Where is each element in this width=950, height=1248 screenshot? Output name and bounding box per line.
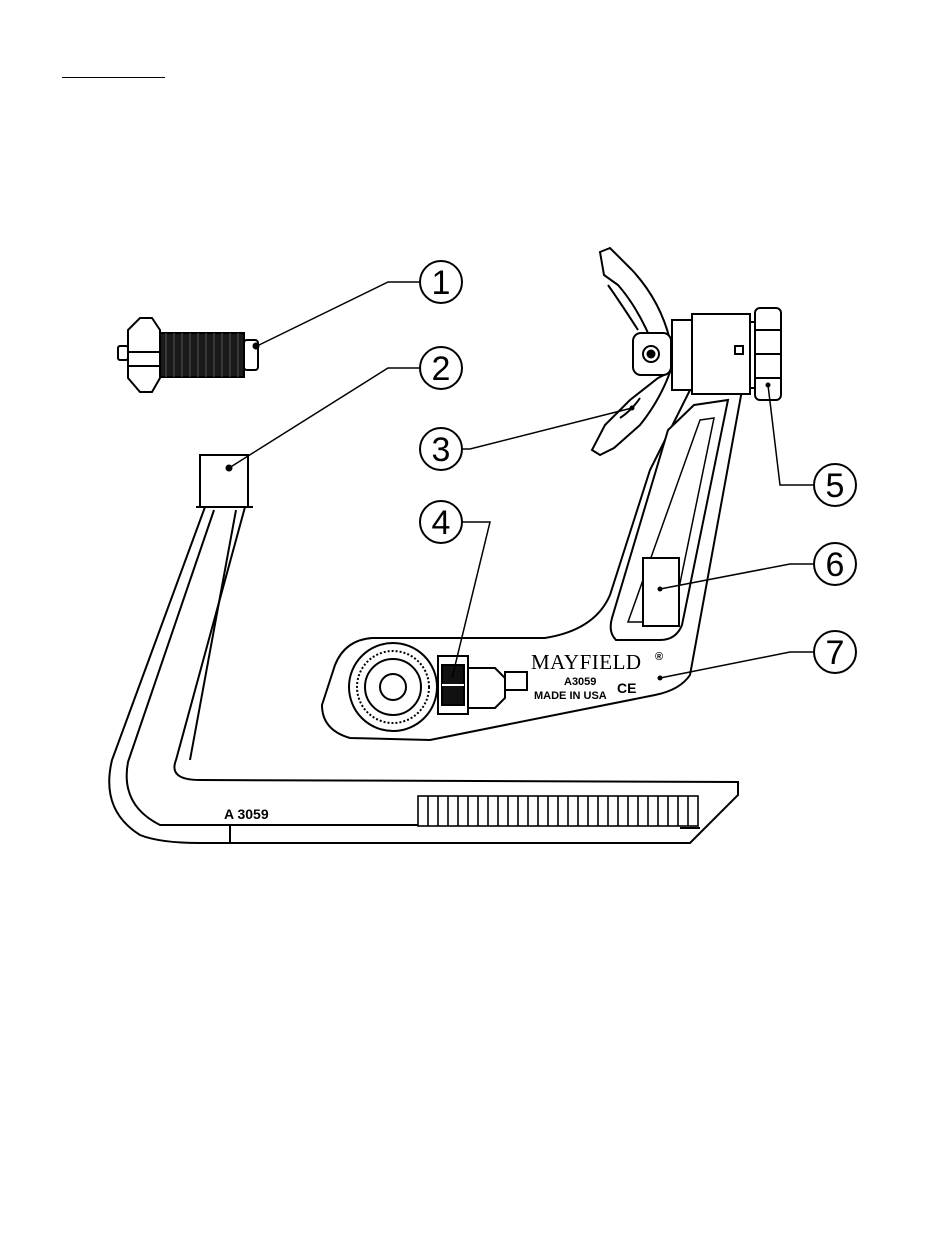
callout-5-number: 5	[826, 467, 845, 505]
base-top-block	[200, 455, 248, 507]
arm-origin: MADE IN USA	[534, 690, 607, 702]
callout-2-number: 2	[432, 350, 451, 388]
callout-4: 4	[420, 501, 462, 543]
bolt-hex-head	[128, 318, 160, 392]
callout-3: 3	[420, 428, 462, 470]
bolt-thread	[160, 333, 244, 377]
callout-4-number: 4	[432, 504, 451, 542]
torque-knob	[672, 308, 781, 400]
callout-3-number: 3	[432, 431, 451, 469]
base-model-label: A 3059	[224, 806, 269, 822]
callout-5: 5	[814, 464, 856, 506]
base-grip	[418, 796, 698, 826]
callout-6: 6	[814, 543, 856, 585]
bolt	[118, 318, 259, 392]
callout-1-number: 1	[432, 264, 451, 302]
callout-7-number: 7	[826, 634, 845, 672]
callout-1: 1	[420, 261, 462, 303]
callout-2: 2	[420, 347, 462, 389]
leader-1	[257, 282, 420, 346]
rocker-pin	[592, 248, 671, 455]
arm-model: A3059	[564, 676, 596, 688]
callout-7: 7	[814, 631, 856, 673]
arm-brand: MAYFIELD	[531, 650, 642, 674]
arm-ce-mark: CE	[617, 680, 636, 696]
leader-2	[229, 368, 420, 468]
bolt-nub	[118, 346, 128, 360]
label-plate	[643, 558, 679, 626]
callout-6-number: 6	[826, 546, 845, 584]
arm-registered-mark: ®	[655, 651, 663, 663]
